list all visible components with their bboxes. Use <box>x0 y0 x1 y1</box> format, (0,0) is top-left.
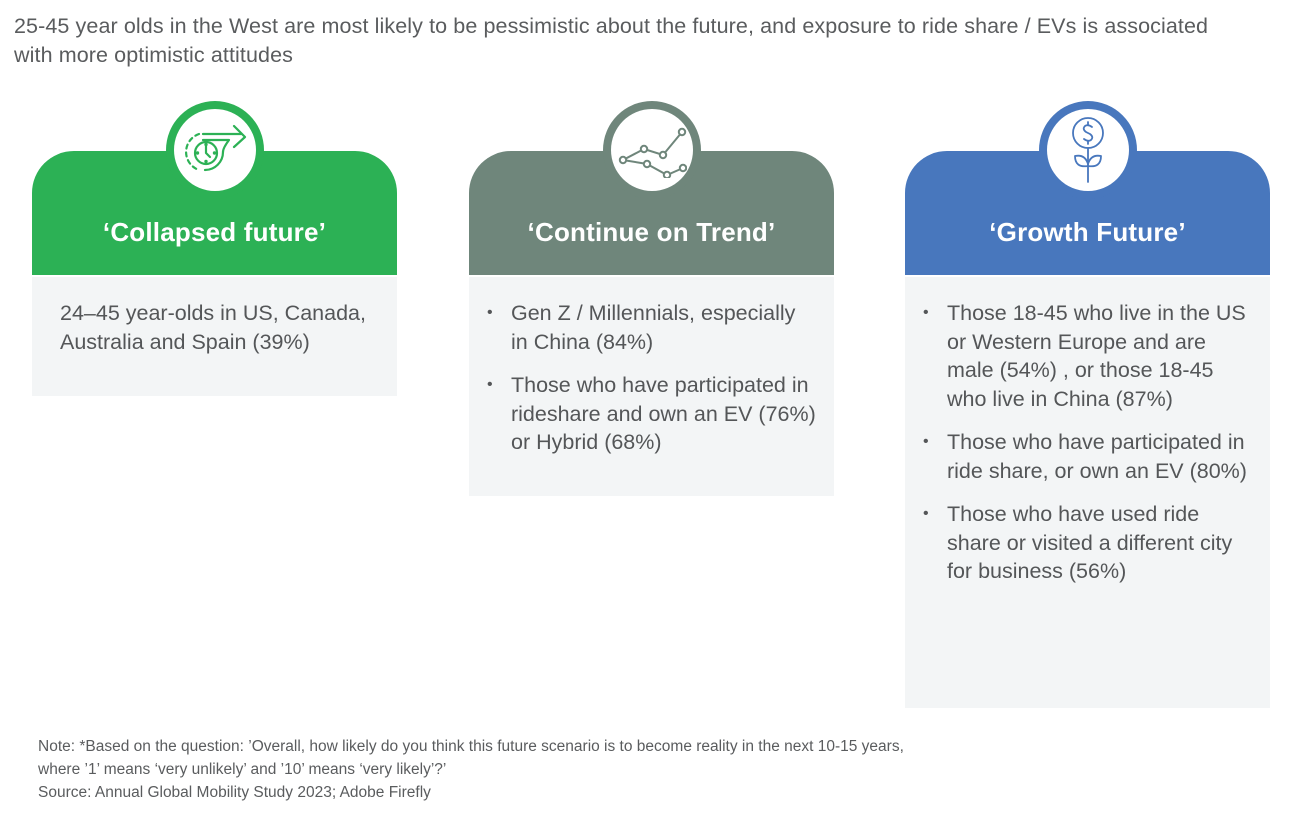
icon-badge <box>1038 101 1137 199</box>
bullet-icon: • <box>923 505 929 522</box>
card-header: ‘Growth Future’ <box>905 101 1270 275</box>
card-title: ‘Continue on Trend’ <box>527 217 776 247</box>
bullet-icon: • <box>923 433 929 450</box>
bullet-list: • Those 18-45 who live in the US or West… <box>905 277 1270 606</box>
clock-arrow-icon <box>184 124 246 172</box>
icon-badge <box>165 101 264 199</box>
list-item: • Those who have used ride share or visi… <box>915 500 1254 586</box>
line-trend-icon <box>618 127 687 178</box>
bullet-list: • Gen Z / Millennials, especially in Chi… <box>469 277 834 477</box>
scenario-card-continue-on-trend: ‘Continue on Trend’ • Gen Z / Millennial… <box>469 101 834 496</box>
list-item: • Gen Z / Millennials, especially in Chi… <box>479 299 818 356</box>
scenario-card-collapsed-future: ‘Collapsed future’ 24–45 year-olds in US… <box>32 101 397 396</box>
card-body: • Those 18-45 who live in the US or West… <box>905 277 1270 708</box>
page-title: 25-45 year olds in the West are most lik… <box>14 14 1209 67</box>
source-line: Source: Annual Global Mobility Study 202… <box>38 784 431 801</box>
card-header: ‘Collapsed future’ <box>32 101 397 275</box>
card-body: • Gen Z / Millennials, especially in Chi… <box>469 277 834 496</box>
footnote: Note: *Based on the question: ’Overall, … <box>38 735 1278 804</box>
card-header: ‘Continue on Trend’ <box>469 101 834 275</box>
list-item: • Those 18-45 who live in the US or West… <box>915 299 1254 413</box>
list-item-text: Gen Z / Millennials, especially in China… <box>511 301 796 354</box>
note-line-1: Note: *Based on the question: ’Overall, … <box>38 738 904 755</box>
card-title: ‘Growth Future’ <box>989 217 1186 247</box>
note-line-2: where ’1’ means ‘very unlikely’ and ’10’… <box>38 761 447 778</box>
card-title: ‘Collapsed future’ <box>102 217 327 247</box>
list-item-text: Those who have used ride share or visite… <box>947 502 1233 583</box>
card-text: 24–45 year-olds in US, Canada, Australia… <box>60 301 366 354</box>
card-body: 24–45 year-olds in US, Canada, Australia… <box>32 277 397 396</box>
icon-badge <box>602 101 701 199</box>
bullet-icon: • <box>487 376 493 393</box>
scenario-card-growth-future: ‘Growth Future’ • Those 18-45 who live i… <box>905 101 1270 708</box>
list-item: • Those who have participated in ridesha… <box>479 371 818 457</box>
bullet-icon: • <box>923 304 929 321</box>
money-plant-icon <box>1071 117 1104 183</box>
bullet-icon: • <box>487 304 493 321</box>
list-item-text: Those 18-45 who live in the US or Wester… <box>947 301 1246 411</box>
list-item: • Those who have participated in ride sh… <box>915 428 1254 485</box>
list-item-text: Those who have participated in rideshare… <box>511 373 816 454</box>
list-item-text: Those who have participated in ride shar… <box>947 430 1247 483</box>
